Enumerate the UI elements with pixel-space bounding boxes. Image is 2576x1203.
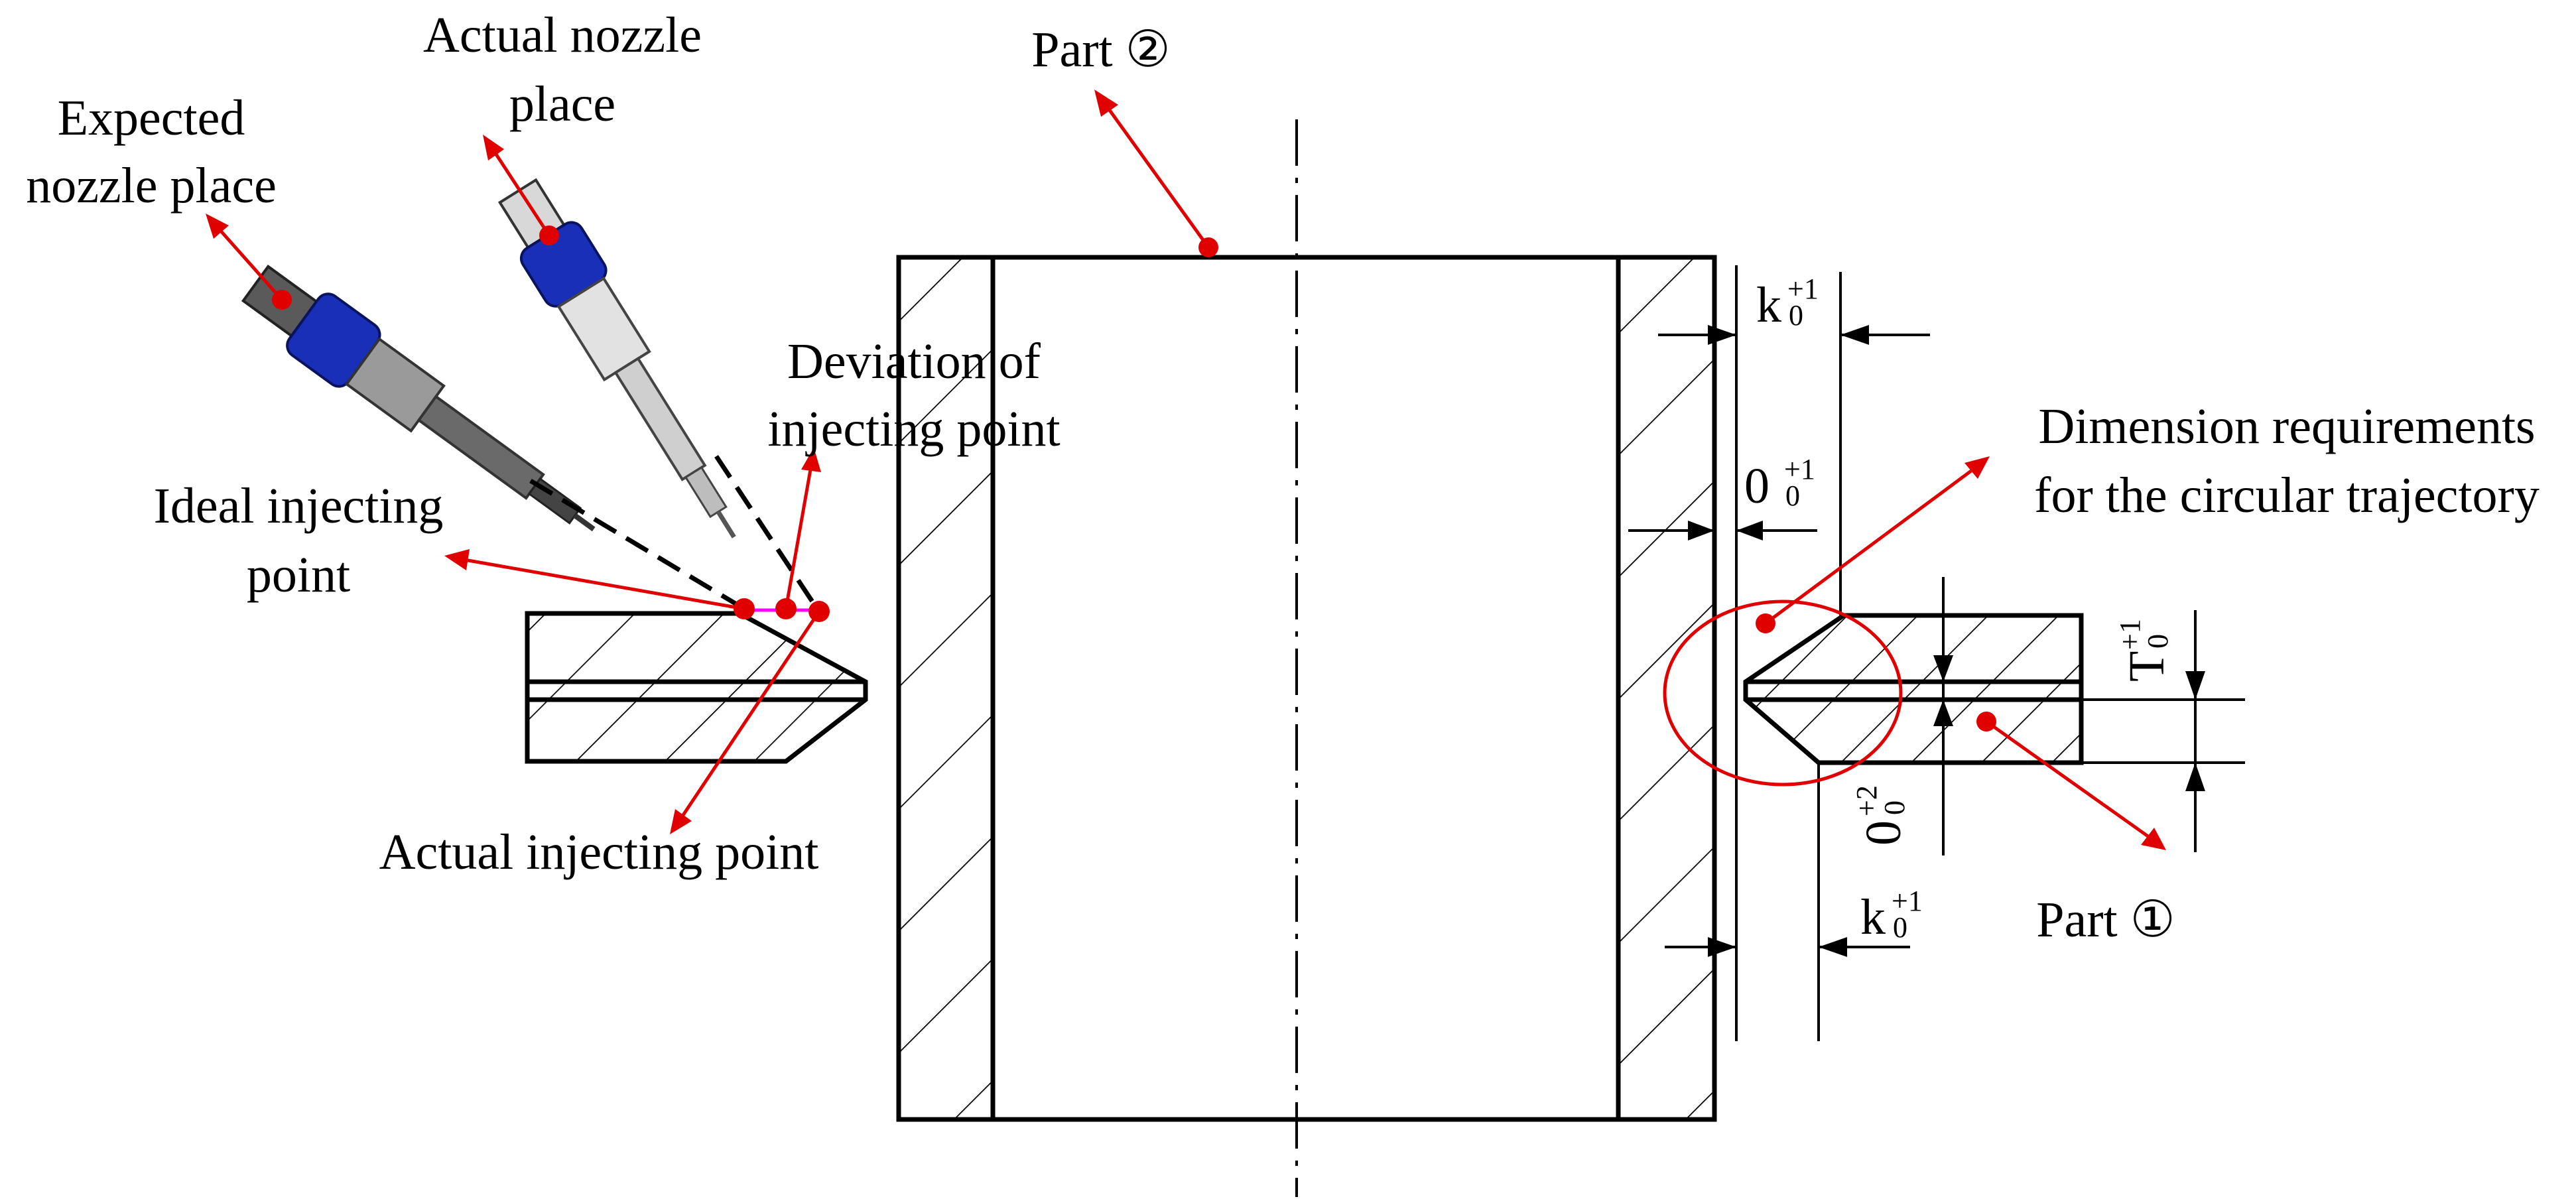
label-expected-nozzle-2: nozzle place (26, 158, 277, 214)
label-actual-nozzle-1: Actual nozzle (423, 7, 702, 63)
dim-zero-low: 0 (1856, 820, 1911, 846)
trajectory-circle (1663, 600, 1903, 787)
dim-k-low: k (1860, 889, 1886, 945)
label-expected-nozzle-1: Expected (58, 90, 245, 146)
label-ideal-1: Ideal injecting (154, 478, 444, 534)
label-dimension-1: Dimension requirements (2038, 399, 2535, 454)
part-2-tube (896, 119, 1717, 1197)
dim-zero-low-sub: 0 (1878, 800, 1911, 815)
dim-k-top: k (1756, 277, 1781, 333)
dim-t: T (2119, 651, 2175, 682)
expected-spray-line (529, 478, 745, 611)
label-deviation-2: injecting point (767, 401, 1060, 457)
dim-k-low-sub: 0 (1893, 911, 1907, 944)
left-plate (525, 611, 868, 764)
annotation-arrows (206, 90, 2166, 850)
label-dimension-2: for the circular trajectory (2034, 468, 2540, 523)
label-actual-nozzle-2: place (509, 76, 615, 132)
dimension-lines (1628, 265, 2245, 1041)
tube-left-wall (896, 255, 996, 1122)
label-ideal-2: point (247, 547, 350, 603)
dim-zero-mid-sub: 0 (1785, 479, 1800, 512)
dim-k-top-sup: +1 (1787, 273, 1819, 305)
label-deviation-1: Deviation of (787, 334, 1041, 389)
actual-spray-line (714, 455, 819, 610)
dim-t-group: T +1 0 (2114, 619, 2175, 682)
dimension-labels: k +1 0 0 +1 0 T +1 0 0 +2 0 k +1 0 (1744, 273, 2175, 945)
dim-zero-low-sup: +2 (1850, 785, 1883, 816)
dim-zero-mid-sup: +1 (1784, 453, 1815, 485)
dim-t-sup: +1 (2114, 619, 2146, 650)
label-actual-injecting: Actual injecting point (379, 824, 819, 880)
dim-zero-mid: 0 (1744, 458, 1770, 514)
labels: Expected nozzle place Actual nozzle plac… (26, 7, 2540, 948)
right-plate (1743, 613, 2084, 765)
dim-t-sub: 0 (2142, 634, 2174, 649)
label-part2: Part ② (1031, 22, 1171, 78)
dim-zero-low-group: 0 +2 0 (1850, 785, 1911, 846)
dim-k-low-sup: +1 (1892, 885, 1923, 917)
dim-k-top-sub: 0 (1789, 299, 1803, 332)
label-part1: Part ① (2036, 892, 2175, 948)
actual-nozzle (497, 178, 736, 538)
